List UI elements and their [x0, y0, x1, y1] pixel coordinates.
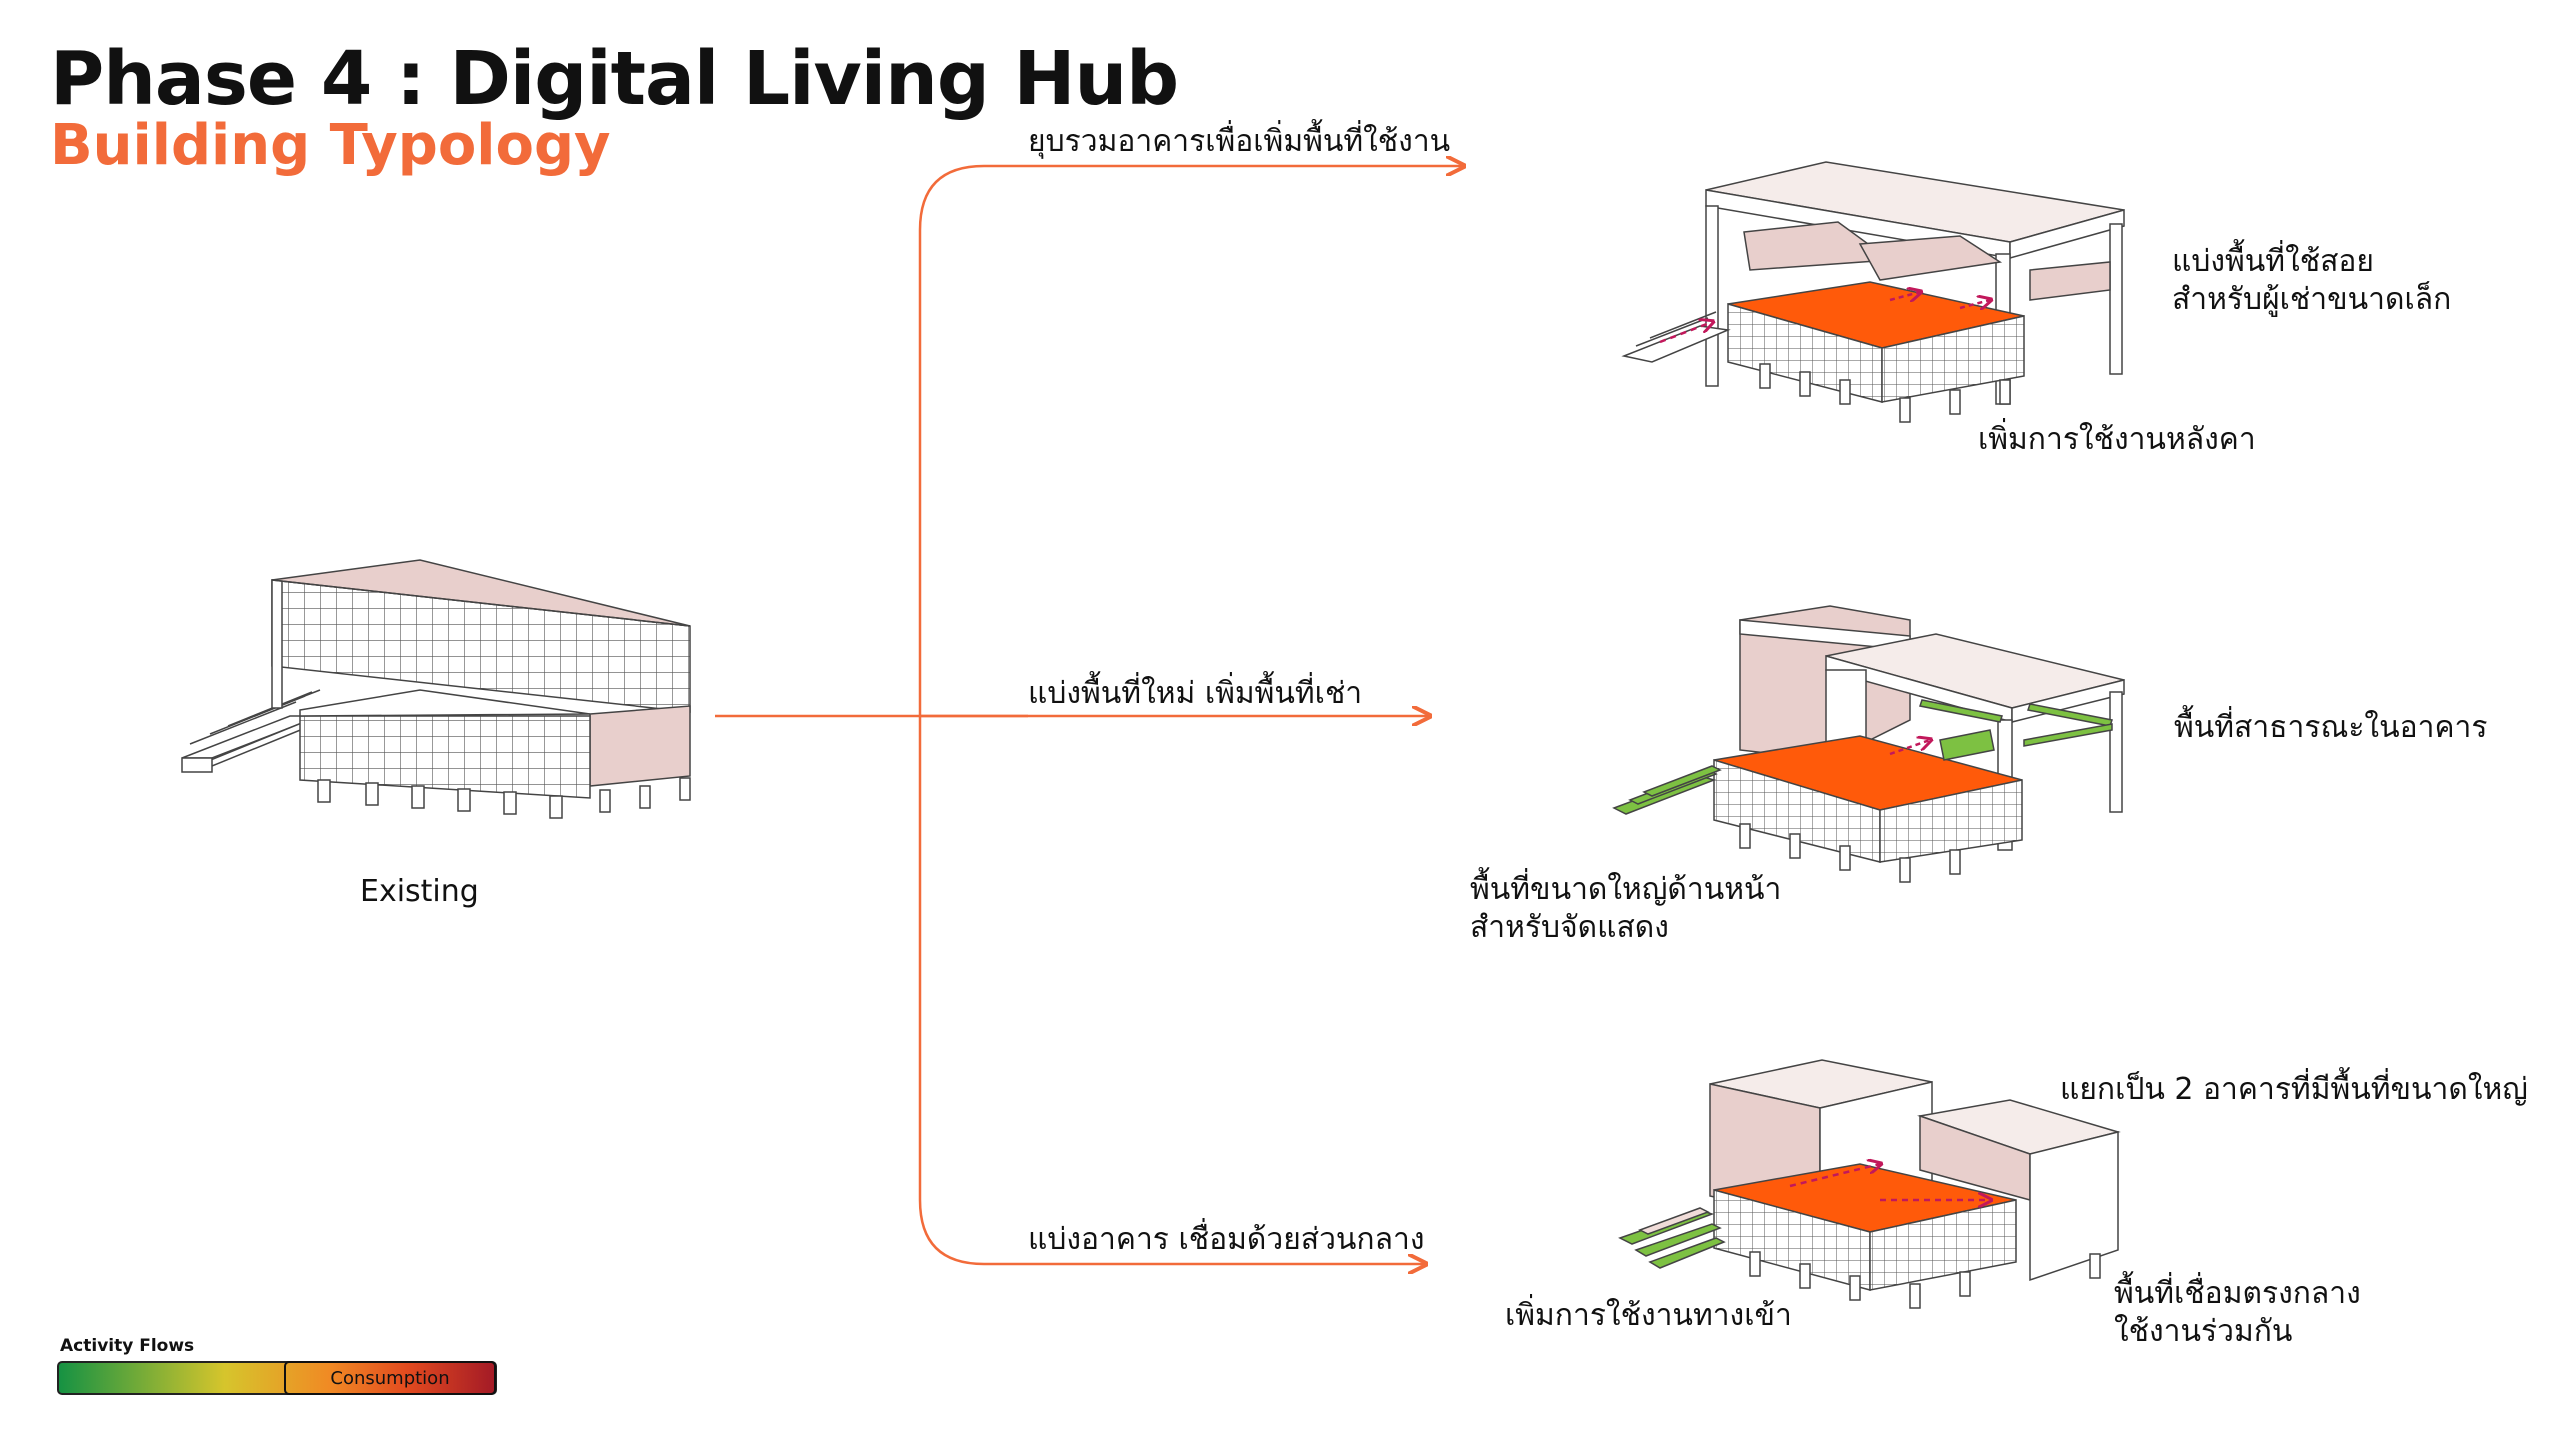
- branch-arrows: [715, 166, 1462, 1264]
- variant-3-note-entrance: เพิ่มการใช้งานทางเข้า: [1505, 1298, 1792, 1333]
- variant-1-note-roof: เพิ่มการใช้งานหลังคา: [1978, 422, 2256, 457]
- variant-3-note-link-line-1: พื้นที่เชื่อมตรงกลาง: [2114, 1276, 2361, 1311]
- branch-label-middle: แบ่งพื้นที่ใหม่ เพิ่มพื้นที่เช่า: [1028, 676, 1363, 711]
- variant-2-note-front-line-1: พื้นที่ขนาดใหญ่ด้านหน้า: [1470, 872, 1782, 907]
- variant-2-green-stairs: [1612, 765, 1722, 815]
- activity-flow-gradient: [57, 1361, 497, 1395]
- page-title: Phase 4 : Digital Living Hub: [50, 36, 1179, 122]
- legend-consumption-label: Consumption: [284, 1361, 496, 1395]
- existing-label: Existing: [360, 874, 479, 909]
- variant-3-building: [1618, 1059, 2121, 1309]
- existing-building: [181, 559, 691, 819]
- page-subtitle: Building Typology: [50, 113, 611, 178]
- legend-title: Activity Flows: [60, 1336, 195, 1356]
- variant-3-note-split: แยกเป็น 2 อาคารที่มีพื้นที่ขนาดใหญ่: [2060, 1072, 2528, 1107]
- variant-1-note-line-2: สำหรับผู้เช่าขนาดเล็ก: [2172, 282, 2452, 317]
- variant-2-building: [1612, 605, 2125, 883]
- branch-label-bottom: แบ่งอาคาร เชื่อมด้วยส่วนกลาง: [1028, 1222, 1425, 1257]
- variant-3-note-link-line-2: ใช้งานร่วมกัน: [2114, 1314, 2293, 1349]
- variant-1-building: [1621, 161, 2125, 423]
- branch-line-top: [918, 166, 1462, 716]
- branch-label-top: ยุบรวมอาคารเพื่อเพิ่มพื้นที่ใช้งาน: [1028, 124, 1451, 159]
- variant-1-note-line-1: แบ่งพื้นที่ใช้สอย: [2172, 244, 2375, 279]
- branch-line-bottom: [918, 716, 1424, 1264]
- variant-2-note-front-line-2: สำหรับจัดแสดง: [1470, 910, 1669, 945]
- variant-2-note-public: พื้นที่สาธารณะในอาคาร: [2174, 710, 2488, 745]
